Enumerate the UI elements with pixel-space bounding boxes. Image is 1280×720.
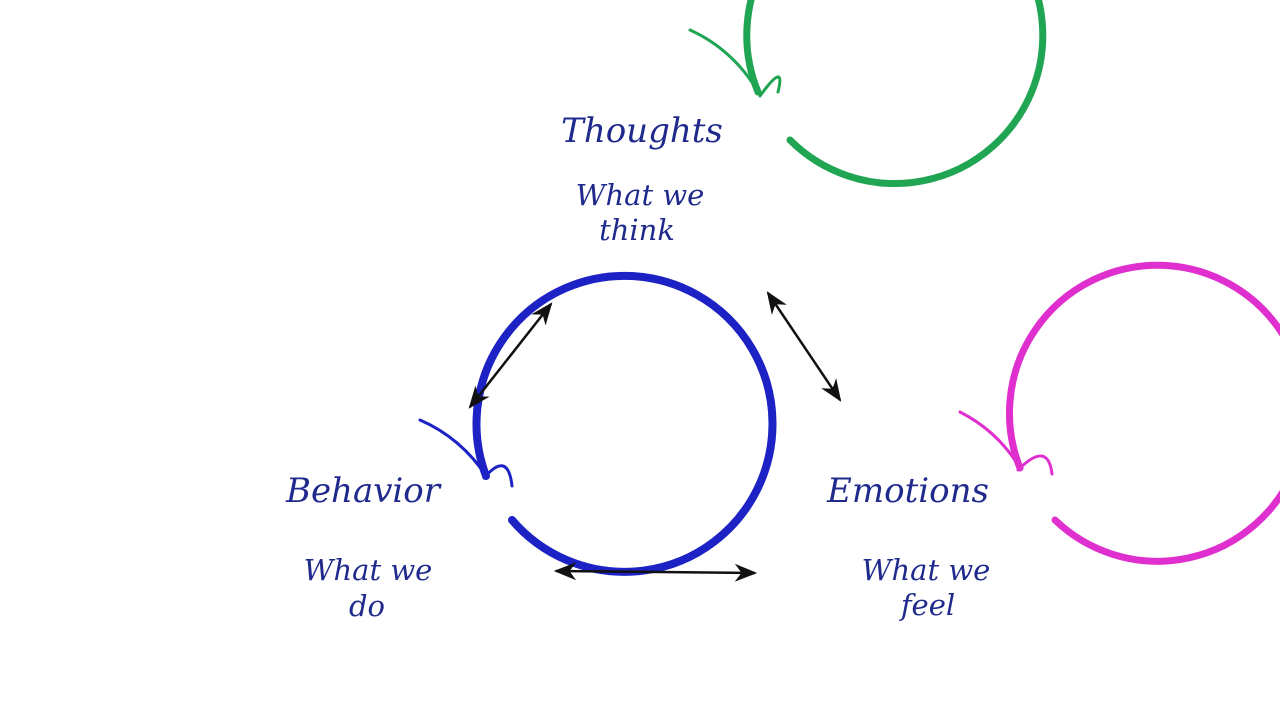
- arrow-behavior-emotions: [553, 562, 758, 582]
- thoughts-ring-tail: [688, 28, 782, 98]
- arrow-thoughts-behavior: [468, 302, 553, 409]
- emotions-line1: What we: [862, 553, 991, 587]
- behavior-line1: What we: [304, 553, 433, 587]
- thoughts-line1: What we: [576, 178, 705, 212]
- thoughts-title: Thoughts: [561, 111, 723, 151]
- arrow-thoughts-emotions: [766, 291, 842, 402]
- node-behavior: Behavior What we do: [285, 271, 777, 623]
- thoughts-circle: [743, 0, 1047, 187]
- emotions-line2: feel: [899, 588, 955, 622]
- thoughts-line2: think: [599, 213, 675, 247]
- emotions-ring-tail: [958, 410, 1054, 476]
- emotions-circle: [1006, 261, 1280, 565]
- behavior-circle: [472, 271, 777, 576]
- node-emotions: Emotions What we feel: [826, 261, 1280, 622]
- behavior-line2: do: [349, 589, 385, 623]
- emotions-title: Emotions: [826, 471, 989, 511]
- node-thoughts: Thoughts What we think: [561, 0, 1047, 247]
- behavior-ring-tail: [418, 418, 514, 488]
- behavior-title: Behavior: [285, 471, 442, 511]
